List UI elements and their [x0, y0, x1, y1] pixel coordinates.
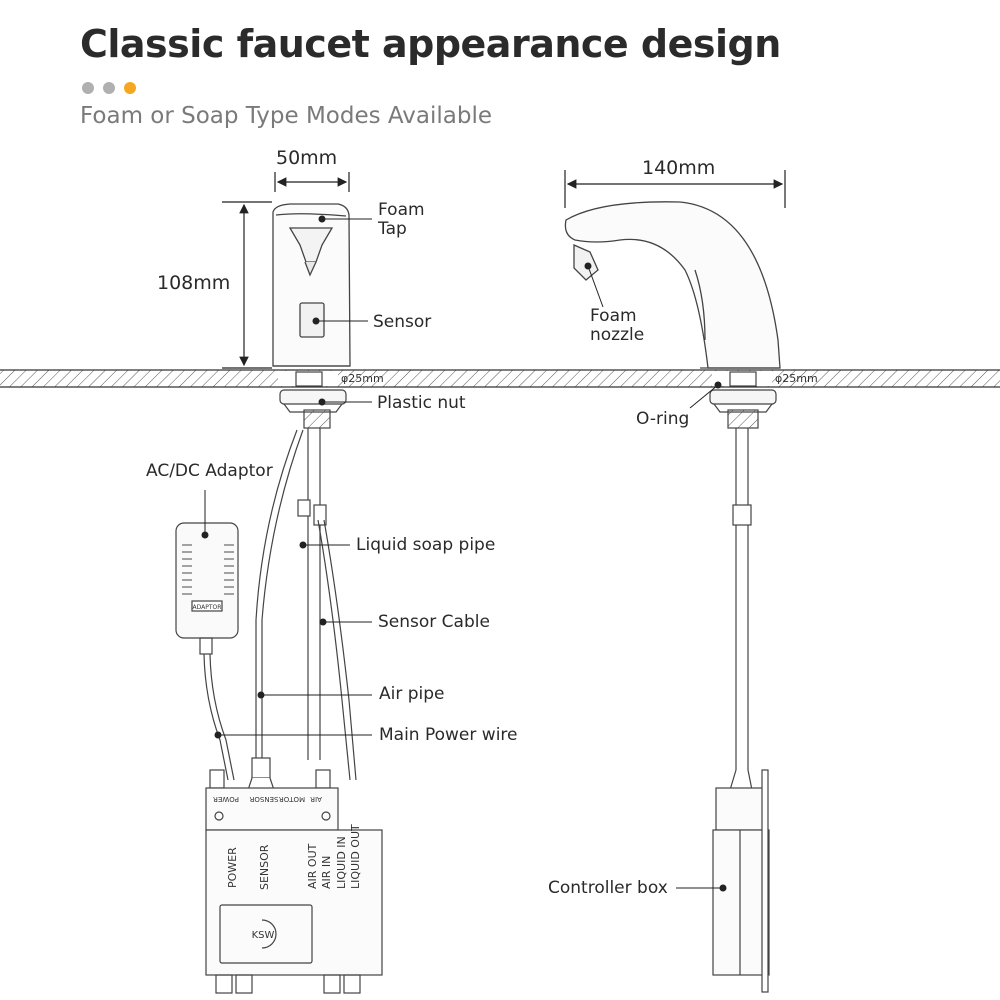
- label-liquid-soap-pipe: Liquid soap pipe: [356, 535, 496, 555]
- label-air-pipe: Air pipe: [379, 684, 445, 704]
- label-foam-tap: Foam Tap: [378, 200, 425, 239]
- controller-logo: KSW: [252, 930, 275, 941]
- dim-hole-side: φ25mm: [775, 372, 818, 385]
- indicator-dot-active: [124, 82, 136, 94]
- dim-hole-front: φ25mm: [341, 372, 384, 385]
- side-mount: [709, 371, 777, 791]
- top-port-label: POWER: [213, 795, 239, 803]
- page-subtitle: Foam or Soap Type Modes Available: [80, 103, 493, 129]
- top-port-label: MOTOR: [279, 795, 305, 803]
- countertop: [0, 369, 1000, 388]
- top-port-label: SENSOR: [249, 795, 278, 803]
- ac-dc-adaptor: [175, 522, 239, 781]
- slide-indicator: [82, 82, 136, 94]
- label-ac-dc-adaptor: AC/DC Adaptor: [146, 461, 273, 481]
- adaptor-label: ADAPTOR: [193, 604, 222, 611]
- label-sensor-cable: Sensor Cable: [378, 612, 490, 632]
- controller-top-ports: POWER SENSOR MOTOR AIR: [213, 795, 322, 803]
- controller-box-front: [205, 769, 383, 994]
- port-label: POWER: [226, 847, 239, 888]
- label-plastic-nut: Plastic nut: [377, 393, 466, 413]
- port-label: AIR IN: [320, 856, 333, 889]
- indicator-dot: [82, 82, 94, 94]
- dim-width-front: 50mm: [276, 147, 338, 169]
- label-controller-box: Controller box: [548, 878, 668, 898]
- port-label: AIR OUT: [306, 843, 319, 889]
- controller-ports: POWER SENSOR AIR OUT AIR IN LIQUID IN LI…: [226, 824, 362, 890]
- dimension-lines: [222, 170, 786, 369]
- port-label: LIQUID IN: [335, 836, 348, 889]
- page-title: Classic faucet appearance design: [80, 22, 781, 66]
- dim-length-side: 140mm: [642, 157, 716, 179]
- indicator-dot: [103, 82, 115, 94]
- leader-lines: [201, 215, 727, 892]
- label-foam-nozzle: Foam nozzle: [590, 306, 645, 345]
- dim-height-front: 108mm: [157, 272, 231, 294]
- label-main-power-wire: Main Power wire: [379, 725, 518, 745]
- label-o-ring: O-ring: [636, 409, 690, 429]
- label-sensor: Sensor: [373, 312, 432, 332]
- top-port-label: AIR: [310, 795, 322, 803]
- front-mount: [247, 371, 357, 791]
- port-label: LIQUID OUT: [349, 824, 362, 889]
- side-faucet: [564, 201, 781, 369]
- port-label: SENSOR: [258, 844, 271, 890]
- controller-box-side: [712, 769, 770, 993]
- front-faucet: [272, 203, 351, 367]
